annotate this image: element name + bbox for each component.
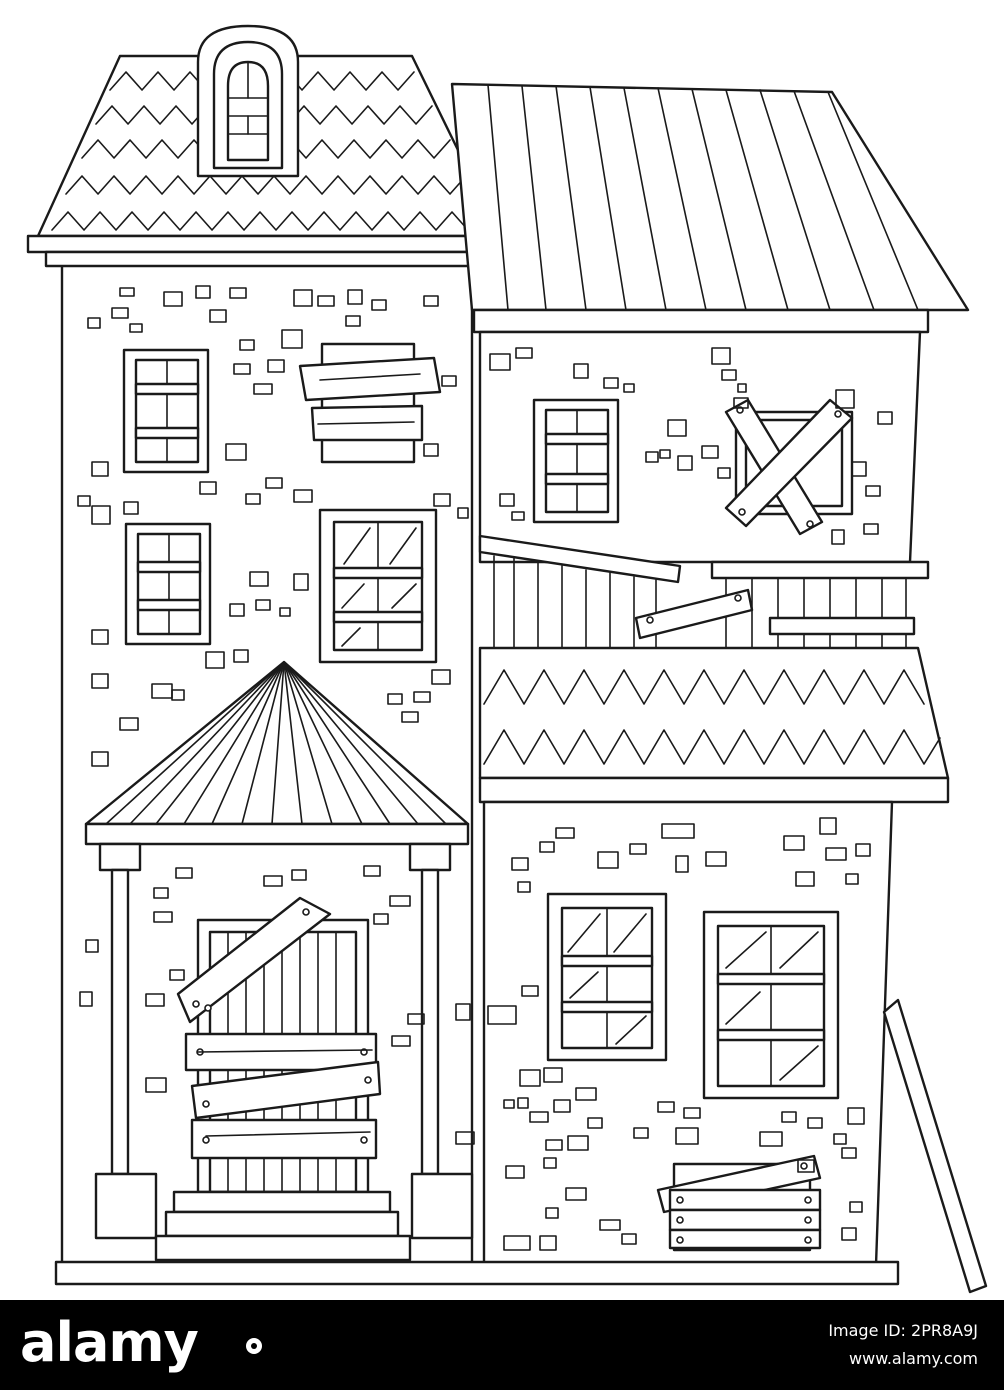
brick-marks xyxy=(77,285,893,1251)
roof-zigzag-4 xyxy=(65,175,467,195)
image-id-label: Image ID: 2PR8A9J xyxy=(828,1320,978,1342)
window-left-2 xyxy=(124,522,212,646)
left-roof-trim xyxy=(44,250,496,268)
step-1 xyxy=(172,1190,392,1214)
window-lower-right-boarded xyxy=(656,1154,822,1252)
porch-eave xyxy=(84,822,470,846)
lower-roof-zigzag-2 xyxy=(483,729,941,765)
window-upper-right xyxy=(532,398,620,524)
window-lower-right-2 xyxy=(702,910,840,1100)
website-link[interactable]: www.alamy.com xyxy=(849,1349,978,1368)
balcony-loose-plank xyxy=(634,588,754,640)
lower-roof-eave xyxy=(478,776,950,804)
lower-roof-zigzag-1 xyxy=(483,669,925,705)
brand-logo-mark-icon xyxy=(246,1338,262,1354)
right-roof-ribs xyxy=(487,84,919,311)
right-roof xyxy=(450,82,970,312)
window-left-1 xyxy=(122,348,210,474)
window-left-3 xyxy=(318,508,438,664)
image-id-value: 2PR8A9J xyxy=(911,1321,978,1340)
left-roof-eave xyxy=(26,234,512,254)
door-board-2 xyxy=(190,1060,382,1120)
porch-column-base-right xyxy=(410,1172,474,1240)
window-left-boarded xyxy=(298,342,442,464)
balcony-rail-right xyxy=(710,560,930,580)
ground-foundation xyxy=(54,1260,900,1286)
porch xyxy=(84,660,474,1262)
window-lower-right-1 xyxy=(546,892,668,1062)
right-building xyxy=(450,82,988,1294)
lower-roof xyxy=(478,646,950,780)
coloring-page-house-illustration xyxy=(26,24,988,1294)
right-roof-eave xyxy=(472,308,930,334)
roof-zigzag-5 xyxy=(51,211,485,231)
step-3 xyxy=(154,1234,412,1262)
porch-column-cap-left xyxy=(98,842,142,872)
image-id-prefix: Image ID: xyxy=(828,1321,912,1340)
porch-column-left xyxy=(110,868,130,1176)
stock-footer-bar: alamy Image ID: 2PR8A9J www.alamy.com xyxy=(0,1300,1004,1390)
brand-logo[interactable]: alamy xyxy=(20,1311,199,1374)
door-board-diagonal xyxy=(176,896,332,1024)
porch-column-cap-right xyxy=(408,842,452,872)
balcony-rail-left xyxy=(478,534,682,584)
window-upper-right-boarded-x xyxy=(724,398,854,536)
step-2 xyxy=(164,1210,400,1238)
porch-column-base-left xyxy=(94,1172,158,1240)
broken-balcony xyxy=(478,534,930,651)
balcony-lower-board xyxy=(768,616,916,636)
support-beam xyxy=(882,998,988,1294)
porch-roof-ribs xyxy=(105,661,447,825)
door-board-3 xyxy=(190,1118,378,1160)
